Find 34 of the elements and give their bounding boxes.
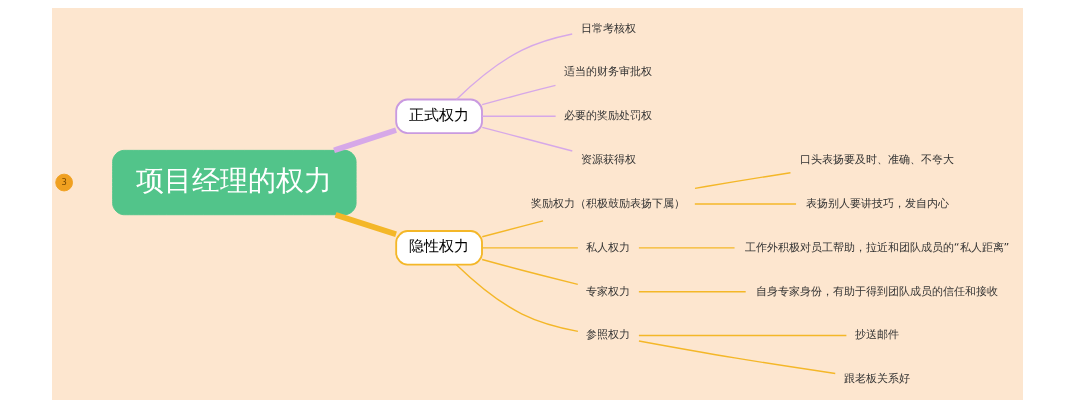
label: 3: [61, 176, 67, 187]
node-text: 日常考核权: [580, 21, 636, 35]
node-text: 参照权力: [586, 328, 631, 342]
connector: [481, 84, 557, 106]
connector: [694, 172, 792, 190]
connector: [334, 212, 397, 237]
connector: [455, 33, 573, 101]
connector: [638, 291, 747, 293]
node-text: 专家权力: [586, 284, 631, 298]
node-box: 隐性权力: [395, 230, 483, 266]
node-text: 资源获得权: [580, 153, 636, 167]
connector: [455, 264, 579, 333]
connector: [694, 203, 797, 205]
connector: [481, 247, 579, 249]
connector: [638, 334, 848, 337]
connector: [481, 115, 557, 117]
node-text: 奖励权力（积极鼓励表扬下属）: [531, 196, 686, 210]
connector: [638, 340, 836, 375]
connector: [481, 126, 573, 152]
connector: [481, 220, 544, 238]
node-text: 私人权力: [586, 240, 631, 254]
connector: [638, 247, 736, 249]
node-text: 口头表扬要及时、准确、不夸大: [800, 153, 955, 167]
node-text: 必要的奖励处罚权: [564, 109, 653, 123]
node-text: 抄送邮件: [855, 328, 900, 342]
connector: [481, 258, 579, 286]
node-text: 表扬别人要讲技巧，发自内心: [805, 196, 949, 210]
node-box: 正式权力: [395, 98, 483, 135]
node-text: 工作外积极对员工帮助，拉近和团队成员的“私人距离”: [744, 240, 1010, 254]
node-text: 自身专家身份，有助于得到团队成员的信任和接收: [756, 284, 999, 298]
node-box: 项目经理的权力: [112, 149, 357, 216]
node-text: 跟老板关系好: [844, 372, 911, 386]
connector: [333, 127, 397, 153]
node-text: 适当的财务审批权: [564, 65, 653, 79]
